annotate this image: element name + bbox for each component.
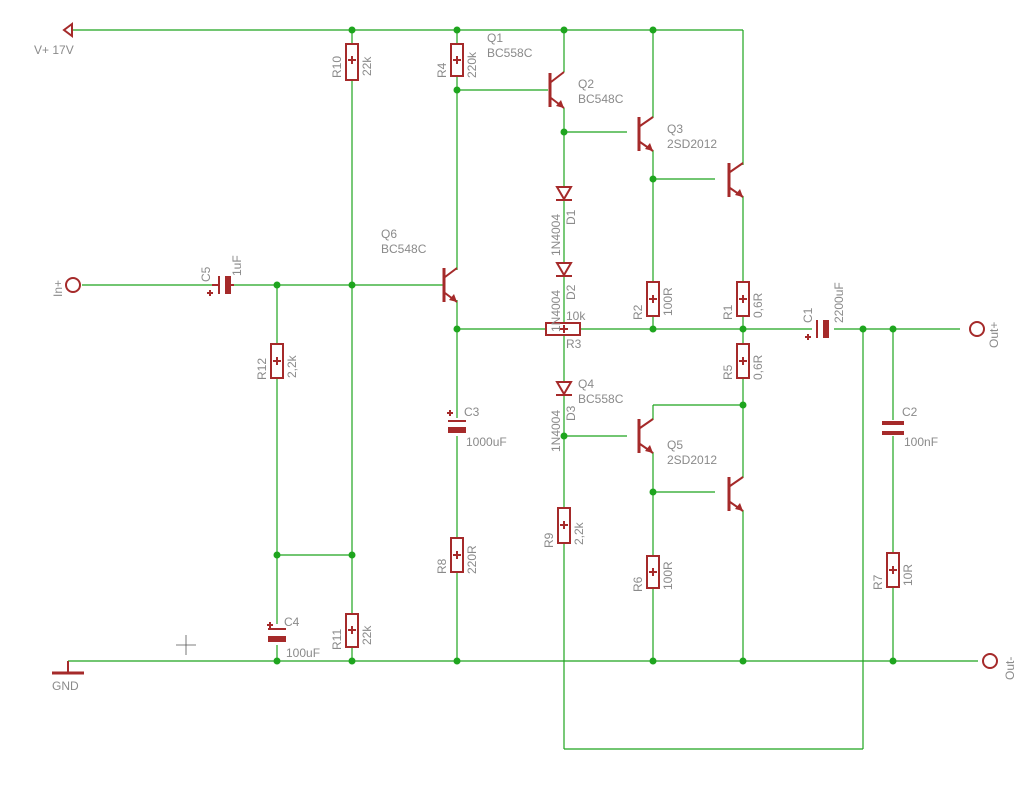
r2-ref: R2	[631, 304, 645, 320]
transistor-q4[interactable]	[637, 418, 654, 454]
out-plus-connector[interactable]	[969, 321, 985, 337]
input-connector[interactable]	[65, 277, 81, 293]
d2-ref: D2	[564, 284, 578, 300]
ground-symbol	[52, 661, 84, 675]
gnd-label: GND	[52, 679, 79, 693]
r11-value: 22k	[360, 625, 374, 645]
capacitor-c3[interactable]	[447, 410, 466, 433]
transistor-q6[interactable]	[442, 267, 458, 303]
q4-value: BC558C	[578, 392, 624, 406]
out-plus-label: Out+	[987, 322, 1001, 348]
resistor-r6[interactable]	[646, 555, 660, 589]
c5-ref: C5	[199, 266, 213, 282]
resistor-r2[interactable]	[646, 281, 660, 317]
resistor-r11[interactable]	[345, 613, 359, 648]
q6-ref: Q6	[381, 227, 397, 241]
r10-ref: R10	[330, 56, 344, 78]
diode-d2[interactable]	[555, 262, 573, 277]
d1-value: 1N4004	[549, 214, 563, 256]
transistor-q3[interactable]	[637, 116, 654, 152]
r7-ref: R7	[871, 574, 885, 590]
transistor-q5[interactable]	[727, 476, 744, 512]
r7-value: 10R	[901, 564, 915, 586]
d3-ref: D3	[564, 405, 578, 421]
q5-ref: Q5	[667, 438, 683, 452]
r3-value: 10k	[566, 309, 586, 323]
out-minus-label: Out-	[1003, 657, 1017, 680]
r10-value: 22k	[360, 56, 374, 76]
cursor-crosshair	[176, 635, 196, 655]
r9-ref: R9	[542, 532, 556, 548]
q2-value: BC548C	[578, 92, 624, 106]
r2-value: 100R	[661, 287, 675, 316]
c1-value: 2200uF	[832, 282, 846, 323]
diode-d1[interactable]	[555, 186, 573, 201]
capacitor-c1[interactable]	[805, 320, 829, 340]
r4-value: 220k	[465, 51, 479, 78]
q3-value: 2SD2012	[667, 137, 717, 151]
r1-ref: R1	[721, 304, 735, 320]
out-minus-connector[interactable]	[982, 653, 998, 669]
wires	[68, 29, 978, 750]
resistor-r12[interactable]	[270, 343, 284, 379]
in-plus-label: In+	[51, 280, 65, 297]
d3-value: 1N4004	[549, 410, 563, 452]
r11-ref: R11	[330, 629, 344, 650]
q3-ref: Q3	[667, 122, 683, 136]
c2-value: 100nF	[904, 435, 938, 449]
resistor-r1[interactable]	[736, 281, 750, 317]
c5-value: 1uF	[230, 255, 244, 276]
junctions	[273, 26, 897, 665]
r12-ref: R12	[255, 358, 269, 380]
resistor-r7[interactable]	[886, 552, 900, 588]
q1-value: BC558C	[487, 46, 533, 60]
r4-ref: R4	[435, 62, 449, 78]
q2-ref: Q2	[578, 77, 594, 91]
r5-ref: R5	[721, 364, 735, 380]
diode-d3[interactable]	[555, 381, 573, 396]
r3-ref: R3	[566, 337, 582, 351]
r5-value: 0,6R	[751, 354, 765, 380]
r9-value: 2,2k	[572, 521, 586, 545]
capacitor-c5[interactable]	[207, 276, 234, 296]
r8-value: 220R	[465, 545, 479, 574]
capacitor-c4[interactable]	[267, 622, 286, 642]
q5-value: 2SD2012	[667, 453, 717, 467]
c4-ref: C4	[284, 615, 300, 629]
r6-ref: R6	[631, 576, 645, 592]
c4-value: 100uF	[286, 646, 320, 660]
vplus-label: V+ 17V	[34, 43, 74, 57]
c3-value: 1000uF	[466, 435, 507, 449]
resistor-r9[interactable]	[557, 507, 571, 544]
r12-value: 2,2k	[285, 354, 299, 378]
d2-value: 1N4004	[549, 290, 563, 332]
resistor-r5[interactable]	[736, 343, 750, 379]
c3-ref: C3	[464, 405, 480, 419]
q6-value: BC548C	[381, 242, 427, 256]
d1-ref: D1	[564, 209, 578, 225]
r6-value: 100R	[661, 561, 675, 590]
r1-value: 0,6R	[751, 292, 765, 318]
c1-ref: C1	[801, 307, 815, 323]
r8-ref: R8	[435, 558, 449, 574]
c2-ref: C2	[902, 405, 918, 419]
transistor-upper-output[interactable]	[727, 162, 744, 198]
resistor-r4[interactable]	[450, 43, 464, 77]
q1-ref: Q1	[487, 31, 503, 45]
q4-ref: Q4	[578, 377, 594, 391]
resistor-r3[interactable]	[545, 322, 581, 336]
capacitor-c2[interactable]	[882, 421, 904, 435]
resistor-r8[interactable]	[450, 537, 464, 573]
transistor-q2[interactable]	[548, 71, 565, 109]
resistor-r10[interactable]	[345, 43, 359, 81]
supply-symbol	[62, 22, 73, 38]
